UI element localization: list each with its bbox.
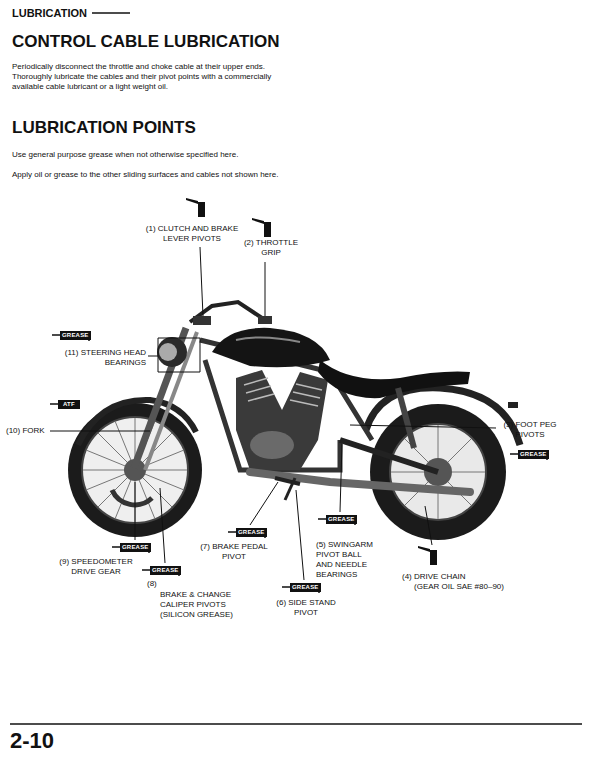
callout-label: (6) SIDE STAND PIVOT xyxy=(266,598,346,618)
callout-label: (GEAR OIL SAE #80–90) xyxy=(414,582,504,592)
page-heading: LUBRICATION POINTS xyxy=(12,118,196,138)
grease-symbol: GREASE xyxy=(60,331,91,340)
page-heading: CONTROL CABLE LUBRICATION xyxy=(12,32,280,52)
callout-label: (2) THROTTLE GRIP xyxy=(236,238,306,258)
page-number: 2-10 xyxy=(10,728,54,754)
callout-label: (11) STEERING HEAD BEARINGS xyxy=(40,348,146,368)
grease-symbol: GREASE xyxy=(518,450,549,459)
callout-label: (9) SPEEDOMETER DRIVE GEAR xyxy=(50,557,142,577)
body-paragraph: Periodically disconnect the throttle and… xyxy=(12,62,300,92)
callout-label: BRAKE & CHANGE CALIPER PIVOTS (SILICON G… xyxy=(160,590,240,620)
grease-symbol: GREASE xyxy=(236,528,267,537)
grease-symbol: GREASE xyxy=(290,583,321,592)
running-header: LUBRICATION xyxy=(12,7,87,20)
atf-symbol: ATF xyxy=(58,400,80,409)
callout-label: (4) DRIVE CHAIN xyxy=(402,572,466,582)
grease-symbol: GREASE xyxy=(326,515,357,524)
callout-label: (5) SWINGARM PIVOT BALL AND NEEDLE BEARI… xyxy=(316,540,380,580)
grease-symbol: GREASE xyxy=(150,566,181,575)
callout-label: (7) BRAKE PEDAL PIVOT xyxy=(196,542,272,562)
callout-number: (8) xyxy=(147,579,157,589)
callout-label: (10) FORK xyxy=(6,426,45,436)
grease-symbol: GREASE xyxy=(120,543,151,552)
callout-label: (1) CLUTCH AND BRAKE LEVER PIVOTS xyxy=(140,224,244,244)
callout-label: (3) FOOT PEG PIVOTS xyxy=(500,420,560,440)
body-paragraph: Apply oil or grease to the other sliding… xyxy=(12,170,300,180)
body-paragraph: Use general purpose grease when not othe… xyxy=(12,150,300,160)
